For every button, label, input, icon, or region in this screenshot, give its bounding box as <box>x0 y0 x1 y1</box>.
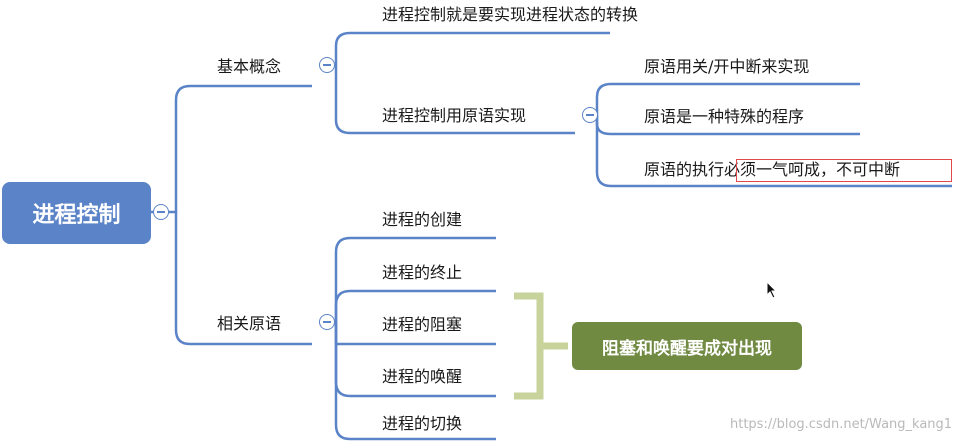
node-special-program[interactable]: 原语是一种特殊的程序 <box>644 107 805 126</box>
collapse-primitives-icon[interactable] <box>319 314 335 330</box>
note-pairing[interactable]: 阻塞和唤醒要成对出现 <box>572 322 802 370</box>
execution-highlight-text: 必须一气呵成，不可中断 <box>724 160 901 179</box>
root-node[interactable]: 进程控制 <box>2 182 151 244</box>
node-terminate[interactable]: 进程的终止 <box>382 263 463 282</box>
bracket <box>514 292 544 400</box>
highlight-box <box>736 159 952 182</box>
node-block[interactable]: 进程的阻塞 <box>382 315 463 334</box>
mouse-cursor-icon <box>766 281 778 299</box>
node-related-primitives[interactable]: 相关原语 <box>217 314 282 333</box>
node-basic-concept[interactable]: 基本概念 <box>217 57 282 76</box>
node-interrupt[interactable]: 原语用关/开中断来实现 <box>644 57 810 76</box>
node-implemented-by-primitive[interactable]: 进程控制用原语实现 <box>382 106 527 125</box>
collapse-primitive-impl-icon[interactable] <box>582 107 598 123</box>
node-create[interactable]: 进程的创建 <box>382 210 463 229</box>
node-wakeup[interactable]: 进程的唤醒 <box>382 367 463 386</box>
node-state-conversion[interactable]: 进程控制就是要实现进程状态的转换 <box>382 5 639 24</box>
execution-prefix: 原语的执行 <box>644 160 725 179</box>
watermark: https://blog.csdn.net/Wang_kang1 <box>730 417 953 432</box>
node-execution[interactable]: 原语的执行必须一气呵成，不可中断 <box>644 160 900 180</box>
collapse-basic-icon[interactable] <box>319 57 335 73</box>
collapse-root-icon[interactable] <box>153 204 169 220</box>
node-switch[interactable]: 进程的切换 <box>382 414 463 433</box>
